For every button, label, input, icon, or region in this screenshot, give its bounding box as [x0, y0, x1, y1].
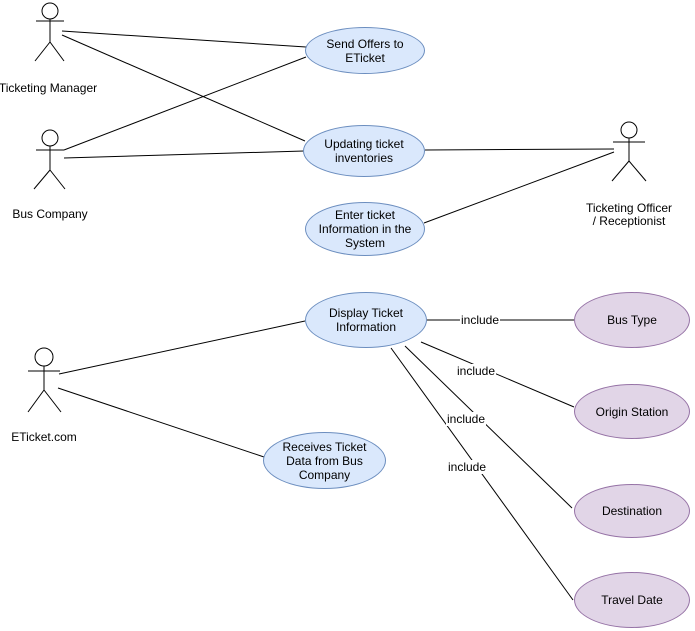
- usecase-receives-ticket-data[interactable]: Receives Ticket Data from Bus Company: [263, 432, 386, 489]
- usecase-origin-station-label: Origin Station: [595, 404, 669, 419]
- usecase-travel-date[interactable]: Travel Date: [574, 572, 690, 628]
- edge-ticketing-manager-updating-inventories: [61, 34, 306, 142]
- actor-leg-right: [49, 169, 66, 190]
- usecase-updating-inventories[interactable]: Updating ticket inventories: [303, 125, 425, 177]
- edge-eticket-receives-ticket-data: [57, 387, 265, 458]
- usecase-bus-type-label: Bus Type: [607, 313, 657, 327]
- actor-head: [41, 2, 59, 20]
- actor-head: [41, 129, 59, 147]
- usecase-receives-ticket-data-label: Receives Ticket Data from Bus Company: [282, 439, 367, 482]
- actor-leg-right: [49, 41, 65, 62]
- actor-eticket-figure[interactable]: [27, 347, 62, 413]
- include-label-bus-type: include: [459, 313, 501, 327]
- actor-ticketing-officer-label-line2: / Receptionist: [592, 214, 666, 228]
- include-label-origin-station: include: [455, 364, 497, 378]
- actor-ticketing-manager-label: Ticketing Manager: [0, 81, 98, 95]
- actor-leg-left: [34, 41, 51, 62]
- edge-display-origin-station: [420, 341, 575, 408]
- actor-leg-right: [628, 160, 647, 182]
- actor-leg-left: [611, 160, 630, 182]
- actor-head: [34, 347, 54, 367]
- include-label-destination: include: [445, 412, 487, 426]
- edge-bus-company-updating-inventories: [63, 150, 305, 159]
- actor-ticketing-manager-figure[interactable]: [34, 2, 65, 62]
- actor-bus-company-label: Bus Company: [12, 207, 88, 221]
- actor-leg-left: [33, 169, 51, 190]
- actor-ticketing-officer-label-line1: Ticketing Officer: [585, 201, 673, 215]
- edge-display-travel-date: [390, 347, 574, 601]
- edge-ticketing-manager-send-offers: [61, 30, 307, 48]
- actor-eticket-label: ETicket.com: [11, 430, 77, 444]
- actor-head: [620, 121, 638, 139]
- edge-display-destination: [404, 345, 573, 509]
- usecase-destination[interactable]: Destination: [574, 484, 690, 538]
- actor-ticketing-officer-figure[interactable]: [611, 121, 647, 182]
- usecase-enter-ticket-info-label: Enter ticket Information in the System: [318, 208, 412, 250]
- actor-ticketing-officer-label: Ticketing Officer / Receptionist: [564, 202, 694, 228]
- actor-leg-left: [27, 389, 45, 413]
- edge-bus-company-send-offers: [63, 56, 307, 151]
- usecase-send-offers-label: Send Offers to ETicket: [326, 36, 404, 65]
- edge-updating-inventories-ticketing-officer: [424, 148, 615, 151]
- include-label-travel-date: include: [446, 460, 488, 474]
- edge-enter-ticket-info-ticketing-officer: [423, 151, 615, 224]
- usecase-enter-ticket-info[interactable]: Enter ticket Information in the System: [305, 202, 425, 256]
- usecase-display-ticket-info[interactable]: Display Ticket Information: [305, 292, 427, 348]
- usecase-travel-date-label: Travel Date: [601, 593, 663, 607]
- usecase-destination-label: Destination: [601, 504, 663, 518]
- usecase-send-offers[interactable]: Send Offers to ETicket: [305, 27, 425, 74]
- actor-bus-company-figure[interactable]: [33, 129, 66, 190]
- usecase-updating-inventories-label: Updating ticket inventories: [324, 137, 404, 165]
- edge-eticket-display-ticket-info: [58, 320, 306, 375]
- usecase-display-ticket-info-label: Display Ticket Information: [328, 306, 404, 334]
- usecase-bus-type[interactable]: Bus Type: [574, 292, 690, 348]
- usecase-origin-station[interactable]: Origin Station: [574, 384, 690, 439]
- actor-leg-right: [43, 389, 62, 413]
